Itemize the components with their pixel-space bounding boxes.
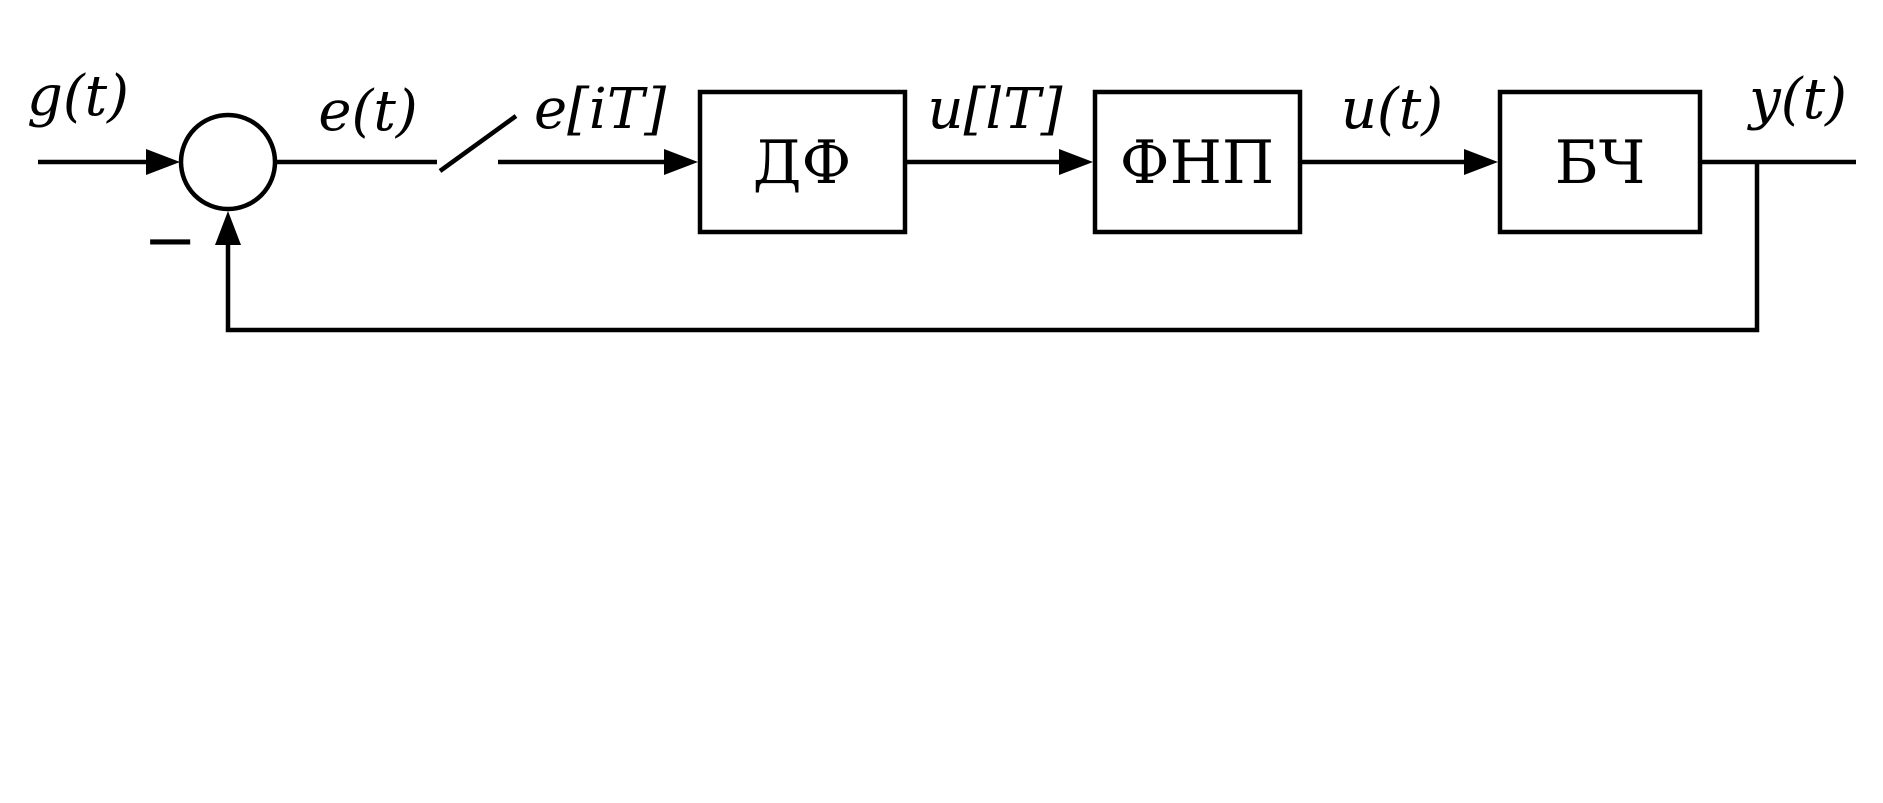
feedback-minus-sign: −: [143, 204, 197, 278]
sampler-switch-icon: [438, 114, 518, 173]
digital-filter-label: ДФ: [753, 128, 852, 198]
error-label: e(t): [318, 79, 417, 144]
plant-label: БЧ: [1555, 128, 1645, 198]
feedback-arrowhead-icon: [215, 211, 241, 245]
summing-junction: [178, 112, 278, 212]
df-arrowhead-icon: [664, 149, 698, 175]
input-label: g(t): [27, 64, 129, 129]
feedback-wire: [225, 162, 1760, 333]
fnp-arrowhead-icon: [1059, 149, 1093, 175]
sampled-error-label: e[iT]: [534, 77, 666, 142]
bch-arrowhead-icon: [1464, 149, 1498, 175]
input-arrowhead-icon: [146, 149, 180, 175]
control-label: u(t): [1341, 77, 1443, 142]
output-label: y(t): [1746, 67, 1847, 132]
discrete-control-label: u[lT]: [927, 77, 1062, 142]
digital-filter-block: [697, 89, 908, 235]
hold-filter-label: ФНП: [1120, 128, 1274, 198]
